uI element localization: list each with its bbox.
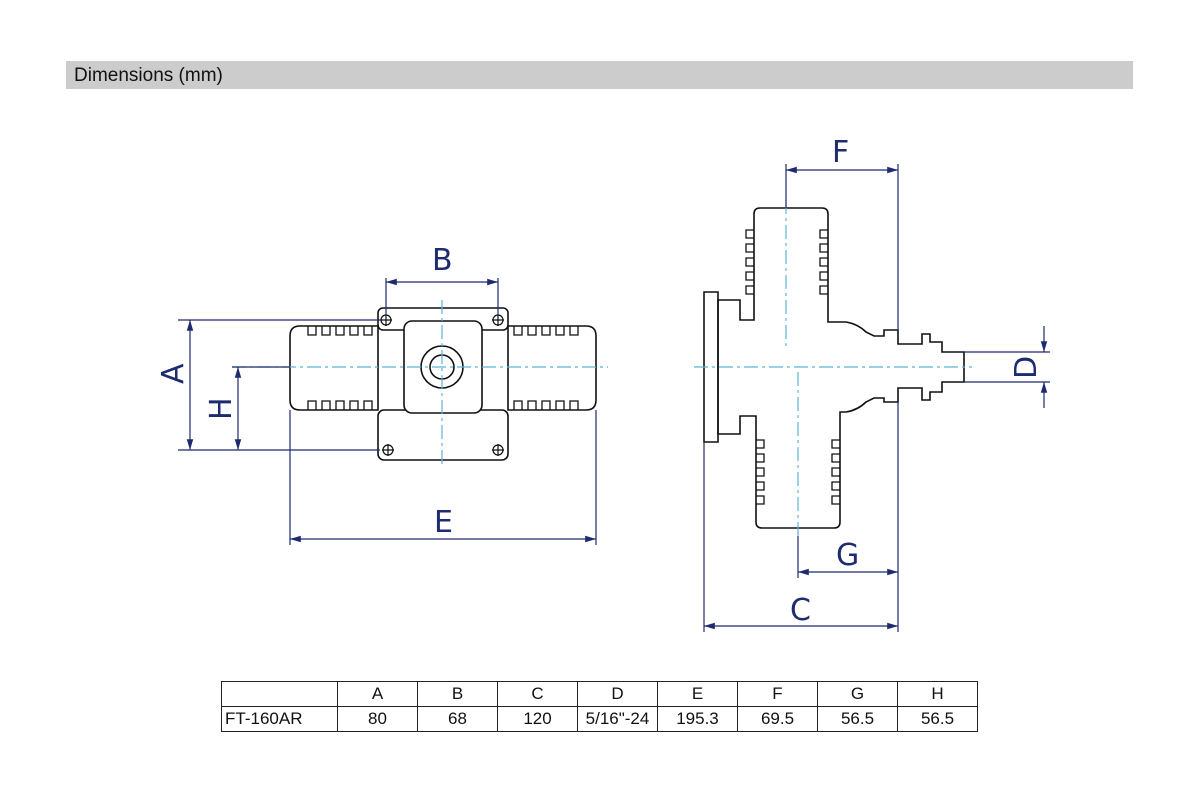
value-cell-c: 120	[497, 706, 578, 732]
label-d: D	[1009, 356, 1044, 379]
table-header-cell: G	[817, 681, 898, 707]
label-c: C	[790, 593, 811, 628]
section-title: Dimensions (mm)	[74, 65, 223, 86]
label-f: F	[832, 135, 849, 170]
side-centerlines	[694, 200, 972, 536]
value-cell-a: 80	[337, 706, 418, 732]
spec-table: A B C D E F G H FT-160AR 80 68 120 5/16"…	[221, 681, 978, 732]
value-cell-h: 56.5	[897, 706, 978, 732]
table-header-cell: D	[577, 681, 658, 707]
front-centerlines	[232, 300, 608, 468]
label-e: E	[434, 505, 453, 540]
value-cell-f: 69.5	[737, 706, 818, 732]
table-header-cell: C	[497, 681, 578, 707]
front-view	[289, 307, 597, 461]
model-cell: FT-160AR	[221, 706, 338, 732]
front-body-outline-right	[507, 325, 597, 411]
front-fins	[307, 326, 579, 410]
mounting-holes	[380, 314, 504, 456]
label-h: H	[204, 397, 239, 420]
side-fins	[745, 229, 840, 505]
table-header-cell: E	[657, 681, 738, 707]
side-body-outline	[717, 207, 965, 529]
table-header-row: A B C D E F G H	[221, 681, 978, 707]
label-b: B	[432, 243, 453, 278]
side-view	[703, 207, 965, 529]
table-header-cell: B	[417, 681, 498, 707]
front-dimensions	[178, 278, 597, 545]
value-cell-g: 56.5	[817, 706, 898, 732]
front-body-outline	[289, 325, 379, 411]
value-cell-e: 195.3	[657, 706, 738, 732]
table-header-cell: H	[897, 681, 978, 707]
section-header: Dimensions (mm)	[66, 61, 1133, 89]
label-a: A	[156, 363, 191, 384]
table-header-cell: F	[737, 681, 818, 707]
table-row: FT-160AR 80 68 120 5/16"-24 195.3 69.5 5…	[221, 706, 978, 732]
table-header-cell	[221, 681, 338, 707]
label-g: G	[836, 538, 859, 573]
value-cell-b: 68	[417, 706, 498, 732]
side-dimensions	[703, 164, 1050, 632]
table-header-cell: A	[337, 681, 418, 707]
front-bottom-flange	[377, 409, 509, 461]
value-cell-d: 5/16"-24	[577, 706, 658, 732]
